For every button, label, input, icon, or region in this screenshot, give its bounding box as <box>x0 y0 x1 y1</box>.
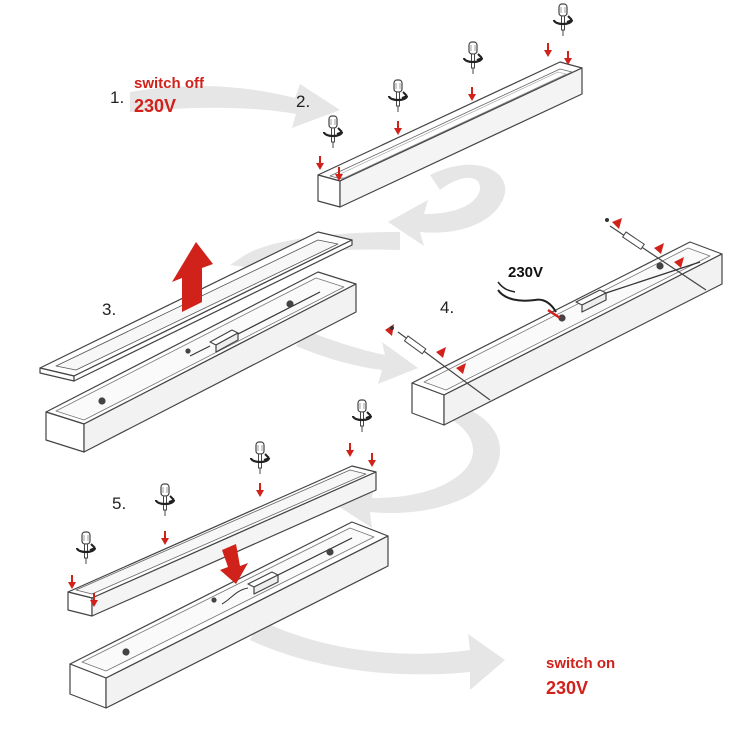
fasteners-step-4 <box>385 218 707 401</box>
step-4-number: 4. <box>440 298 455 317</box>
red-arrow-icon <box>543 42 553 58</box>
screwdriver-icon <box>351 398 373 434</box>
luminaire-step-2 <box>317 61 583 208</box>
dowel-icon <box>403 335 427 355</box>
cable-icon <box>497 289 557 313</box>
step-2-number: 2. <box>296 92 311 111</box>
screwdriver-icon <box>249 440 271 476</box>
switch-off-voltage: 230V <box>134 96 177 116</box>
switch-on-label: switch on <box>546 655 616 672</box>
flow-arrow <box>388 164 506 246</box>
red-arrow-icon <box>67 574 77 590</box>
screwdriver-icon <box>462 40 484 76</box>
flow-arrow <box>130 84 340 128</box>
luminaire-step-4 <box>411 241 723 426</box>
step-3-number: 3. <box>102 300 117 319</box>
flow-arrow <box>296 330 418 384</box>
red-arrow-icon <box>315 155 325 171</box>
red-arrow-icon <box>160 530 170 546</box>
flow-arrow <box>335 410 500 528</box>
red-arrow-icon <box>367 452 377 468</box>
flow-arrow <box>250 620 505 690</box>
dowel-icon <box>621 231 645 250</box>
screwdriver-icon <box>387 78 409 114</box>
cable-voltage-label: 230V <box>508 264 544 281</box>
red-arrow-icon <box>393 120 403 136</box>
screwdriver-icon <box>322 114 344 150</box>
switch-on-voltage: 230V <box>546 678 589 698</box>
lift-arrow-icon <box>172 242 213 312</box>
switch-off-label: switch off <box>134 75 204 92</box>
red-arrow-icon <box>467 86 477 102</box>
step-1-number: 1. <box>110 88 125 107</box>
screwdriver-icon <box>552 2 574 38</box>
luminaire-step-5 <box>67 465 389 709</box>
red-arrow-icon <box>255 482 265 498</box>
step-5-number: 5. <box>112 494 127 513</box>
screwdriver-icon <box>75 530 97 566</box>
screwdriver-icon <box>154 482 176 518</box>
lower-arrow-icon <box>220 544 248 584</box>
red-arrow-icon <box>345 442 355 458</box>
